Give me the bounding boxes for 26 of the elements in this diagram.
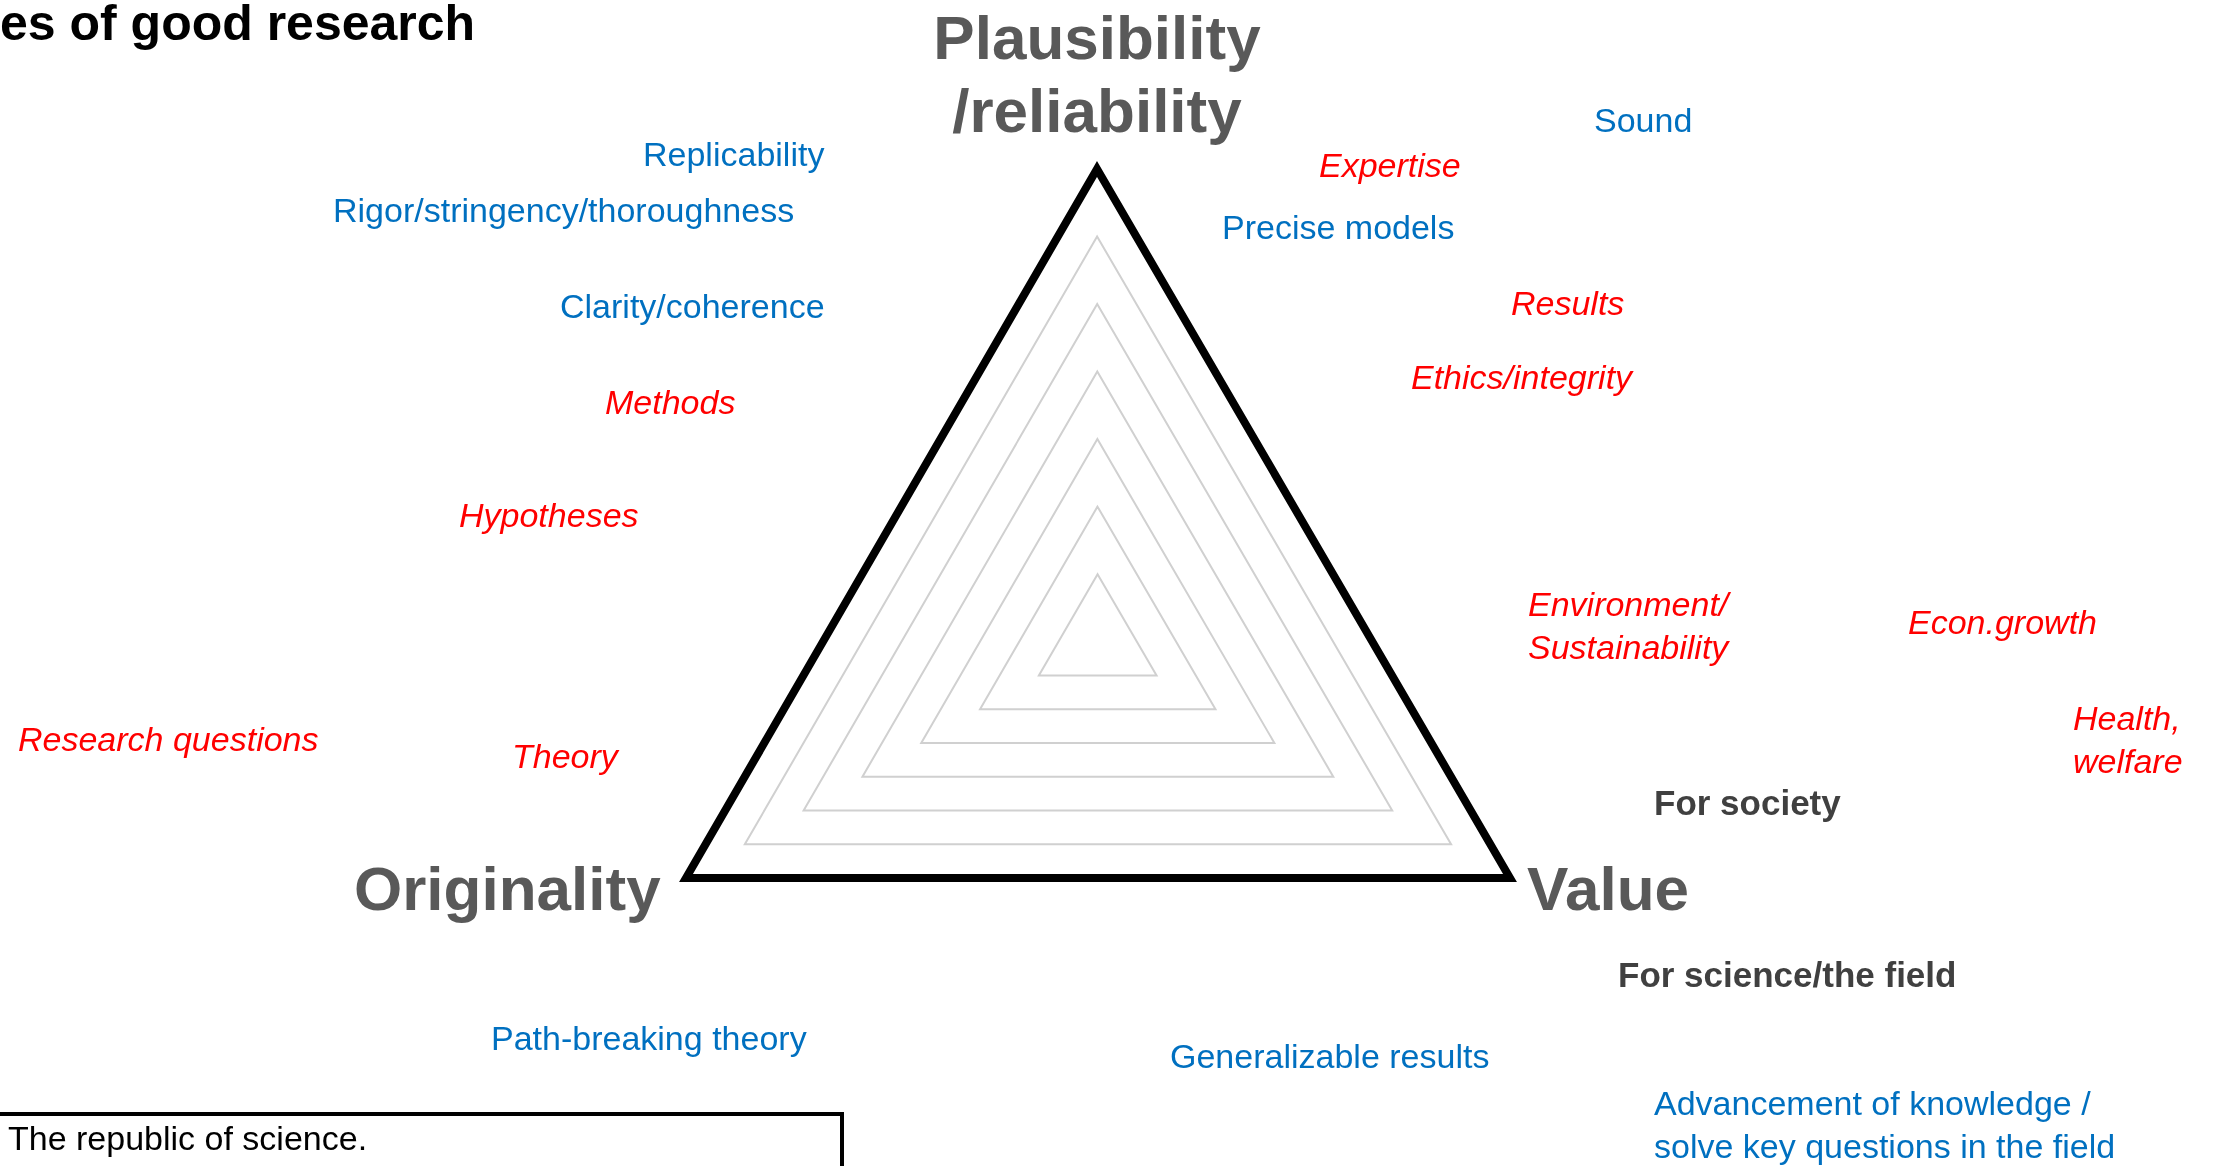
axis-label: Plausibility /reliability <box>932 1 1262 147</box>
axis-label: Originality <box>354 853 661 926</box>
criterion-label: Ethics/integrity <box>1411 356 1633 398</box>
criterion-label: Advancement of knowledge / solve key questions in the field <box>1654 1082 2117 1166</box>
text-box <box>0 1112 844 1166</box>
criterion-label: Methods <box>605 381 736 423</box>
criterion-label: Research questions <box>18 718 319 760</box>
criterion-label: Results <box>1511 282 1625 324</box>
criterion-label: Sound <box>1594 99 1693 141</box>
criterion-label: Hypotheses <box>459 494 639 536</box>
criterion-label: Clarity/coherence <box>560 285 825 327</box>
box-text: The republic of science. <box>8 1119 368 1157</box>
title: es of good research <box>0 0 476 52</box>
criterion-label: Expertise <box>1319 144 1461 186</box>
criterion-label: Path-breaking theory <box>491 1017 807 1059</box>
category-heading: For society <box>1654 782 1841 825</box>
criterion-label: Precise models <box>1222 206 1455 248</box>
criterion-label: Environment/ Sustainability <box>1528 583 1732 668</box>
category-heading: For science/the field <box>1618 954 1957 997</box>
criterion-label: Econ.growth <box>1908 601 2097 643</box>
criterion-label: Replicability <box>643 133 825 175</box>
axis-label: Value <box>1527 853 1689 926</box>
criterion-label: Generalizable results <box>1170 1035 1490 1077</box>
criterion-label: Health, welfare <box>2073 697 2184 781</box>
criterion-label: Theory <box>512 735 618 777</box>
criterion-label: Rigor/stringency/thoroughness <box>333 189 795 231</box>
